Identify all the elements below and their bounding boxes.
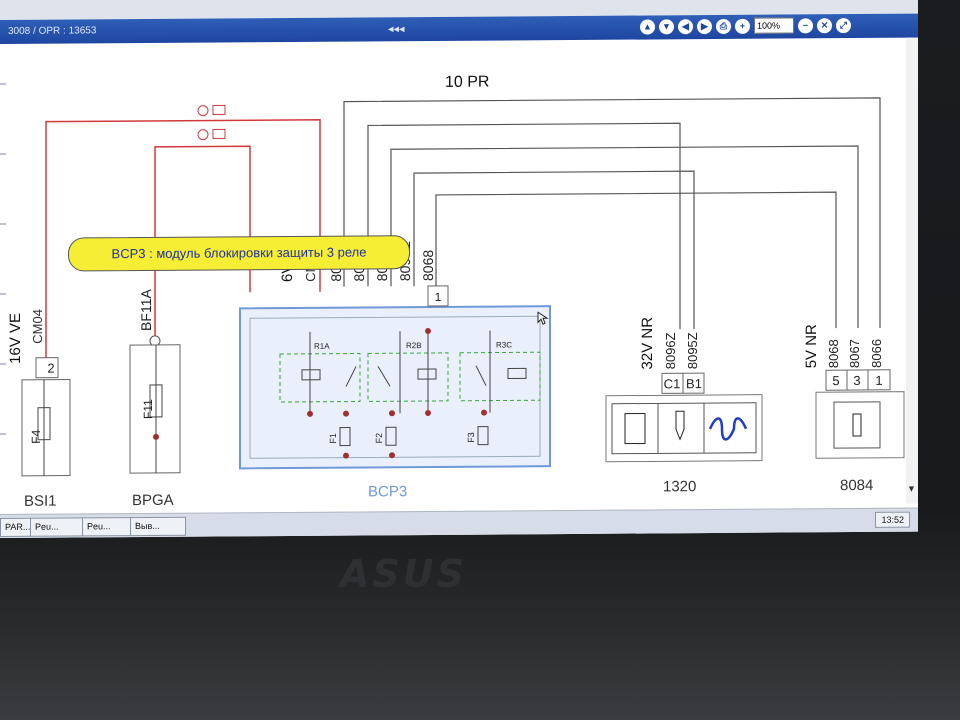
c1320-wire-2: 8095Z — [685, 332, 700, 369]
c8084-pin-5: 5 — [832, 373, 839, 388]
document-title: 3008 / OPR : 13653 — [8, 25, 97, 37]
collapse-panel-button[interactable]: ◂◂◂ — [388, 23, 405, 36]
close-icon[interactable]: ✕ — [817, 17, 832, 33]
taskbar-item-4[interactable]: Выв... — [130, 516, 186, 537]
laptop-screen: 3008 / OPR : 13653 ◂◂◂ ▲ ▼ ◀ ▶ ⎙ + 100% … — [0, 0, 918, 538]
c8084-name: 8084 — [840, 477, 873, 494]
c1320-pin-b1: B1 — [686, 376, 702, 391]
expand-icon[interactable]: ⤢ — [836, 17, 851, 33]
c8084-wire-3: 8066 — [869, 339, 884, 368]
fuse-f1-label: F1 — [328, 433, 338, 444]
bsi1-pin: 2 — [47, 361, 54, 376]
component-8084[interactable] — [815, 369, 905, 459]
bcp3-wire-5: 8068 — [420, 250, 436, 281]
zoom-in-icon[interactable]: + — [735, 18, 750, 34]
zoom-out-icon[interactable]: − — [798, 17, 813, 33]
taskbar-item-3[interactable]: Peu... — [82, 517, 132, 537]
c8084-voltage-label: 5V NR — [803, 324, 820, 368]
c8084-pin-3: 3 — [853, 373, 860, 388]
bcp3-pin: 1 — [435, 290, 442, 304]
zoom-select[interactable]: 100% — [754, 17, 794, 34]
c8084-pin-1: 1 — [875, 373, 882, 388]
c1320-wire-1: 8096Z — [663, 332, 678, 369]
c1320-pin-c1: C1 — [664, 376, 681, 391]
c1320-name: 1320 — [663, 478, 696, 495]
relay-r2b-label: R2B — [406, 341, 422, 350]
c8084-wire-2: 8067 — [847, 339, 862, 368]
taskbar-item-1[interactable]: PAR... — [0, 517, 32, 537]
bsi1-voltage-label: 16V VE — [7, 313, 24, 364]
print-icon[interactable]: ⎙ — [716, 18, 731, 34]
c8084-wire-1: 8068 — [826, 339, 841, 368]
connector-10pr-label: 10 PR — [445, 74, 489, 91]
toolbar-tools: ▲ ▼ ◀ ▶ ⎙ + 100% − ✕ ⤢ — [640, 17, 851, 35]
signal-wires — [343, 97, 881, 330]
taskbar-item-2[interactable]: Peu... — [30, 517, 84, 537]
bpga-module[interactable] — [129, 335, 181, 474]
bpga-connector-label: BF11A — [138, 289, 154, 332]
c1320-voltage-label: 32V NR — [639, 317, 656, 370]
scroll-down-icon[interactable]: ▼ — [907, 483, 916, 494]
bcp3-module[interactable] — [239, 285, 551, 470]
component-1320[interactable] — [605, 372, 763, 463]
vertical-scrollbar[interactable]: ▼ — [906, 37, 918, 504]
bpga-fuse-label: F11 — [141, 399, 155, 419]
arrow-down-icon[interactable]: ▼ — [659, 18, 674, 34]
bsi1-module[interactable] — [21, 357, 71, 477]
bsi1-connector-label: CM04 — [30, 309, 45, 344]
taskbar-clock: 13:52 — [875, 511, 910, 528]
bsi1-fuse-label: F4 — [29, 429, 43, 443]
plus-battery-icon — [197, 104, 226, 141]
laptop-logo: ASUS — [340, 552, 468, 596]
bpga-name: BPGA — [132, 492, 174, 509]
bsi1-name: BSI1 — [24, 493, 57, 510]
arrow-right-icon[interactable]: ▶ — [697, 18, 712, 34]
left-ruler — [0, 83, 6, 435]
arrow-up-icon[interactable]: ▲ — [640, 18, 655, 35]
bcp3-name: BCP3 — [368, 483, 407, 500]
relay-r1a-label: R1A — [314, 342, 330, 351]
fuse-f3-label: F3 — [466, 432, 476, 443]
arrow-left-icon[interactable]: ◀ — [678, 18, 693, 34]
component-tooltip: BCP3 : модуль блокировки защиты 3 реле — [68, 235, 410, 272]
relay-r3c-label: R3C — [496, 340, 512, 349]
wiring-diagram: 10 PR 2 16V VE CM04 F4 BSI1 — [0, 74, 905, 510]
fuse-f2-label: F2 — [374, 433, 384, 444]
cursor-icon — [537, 311, 549, 325]
